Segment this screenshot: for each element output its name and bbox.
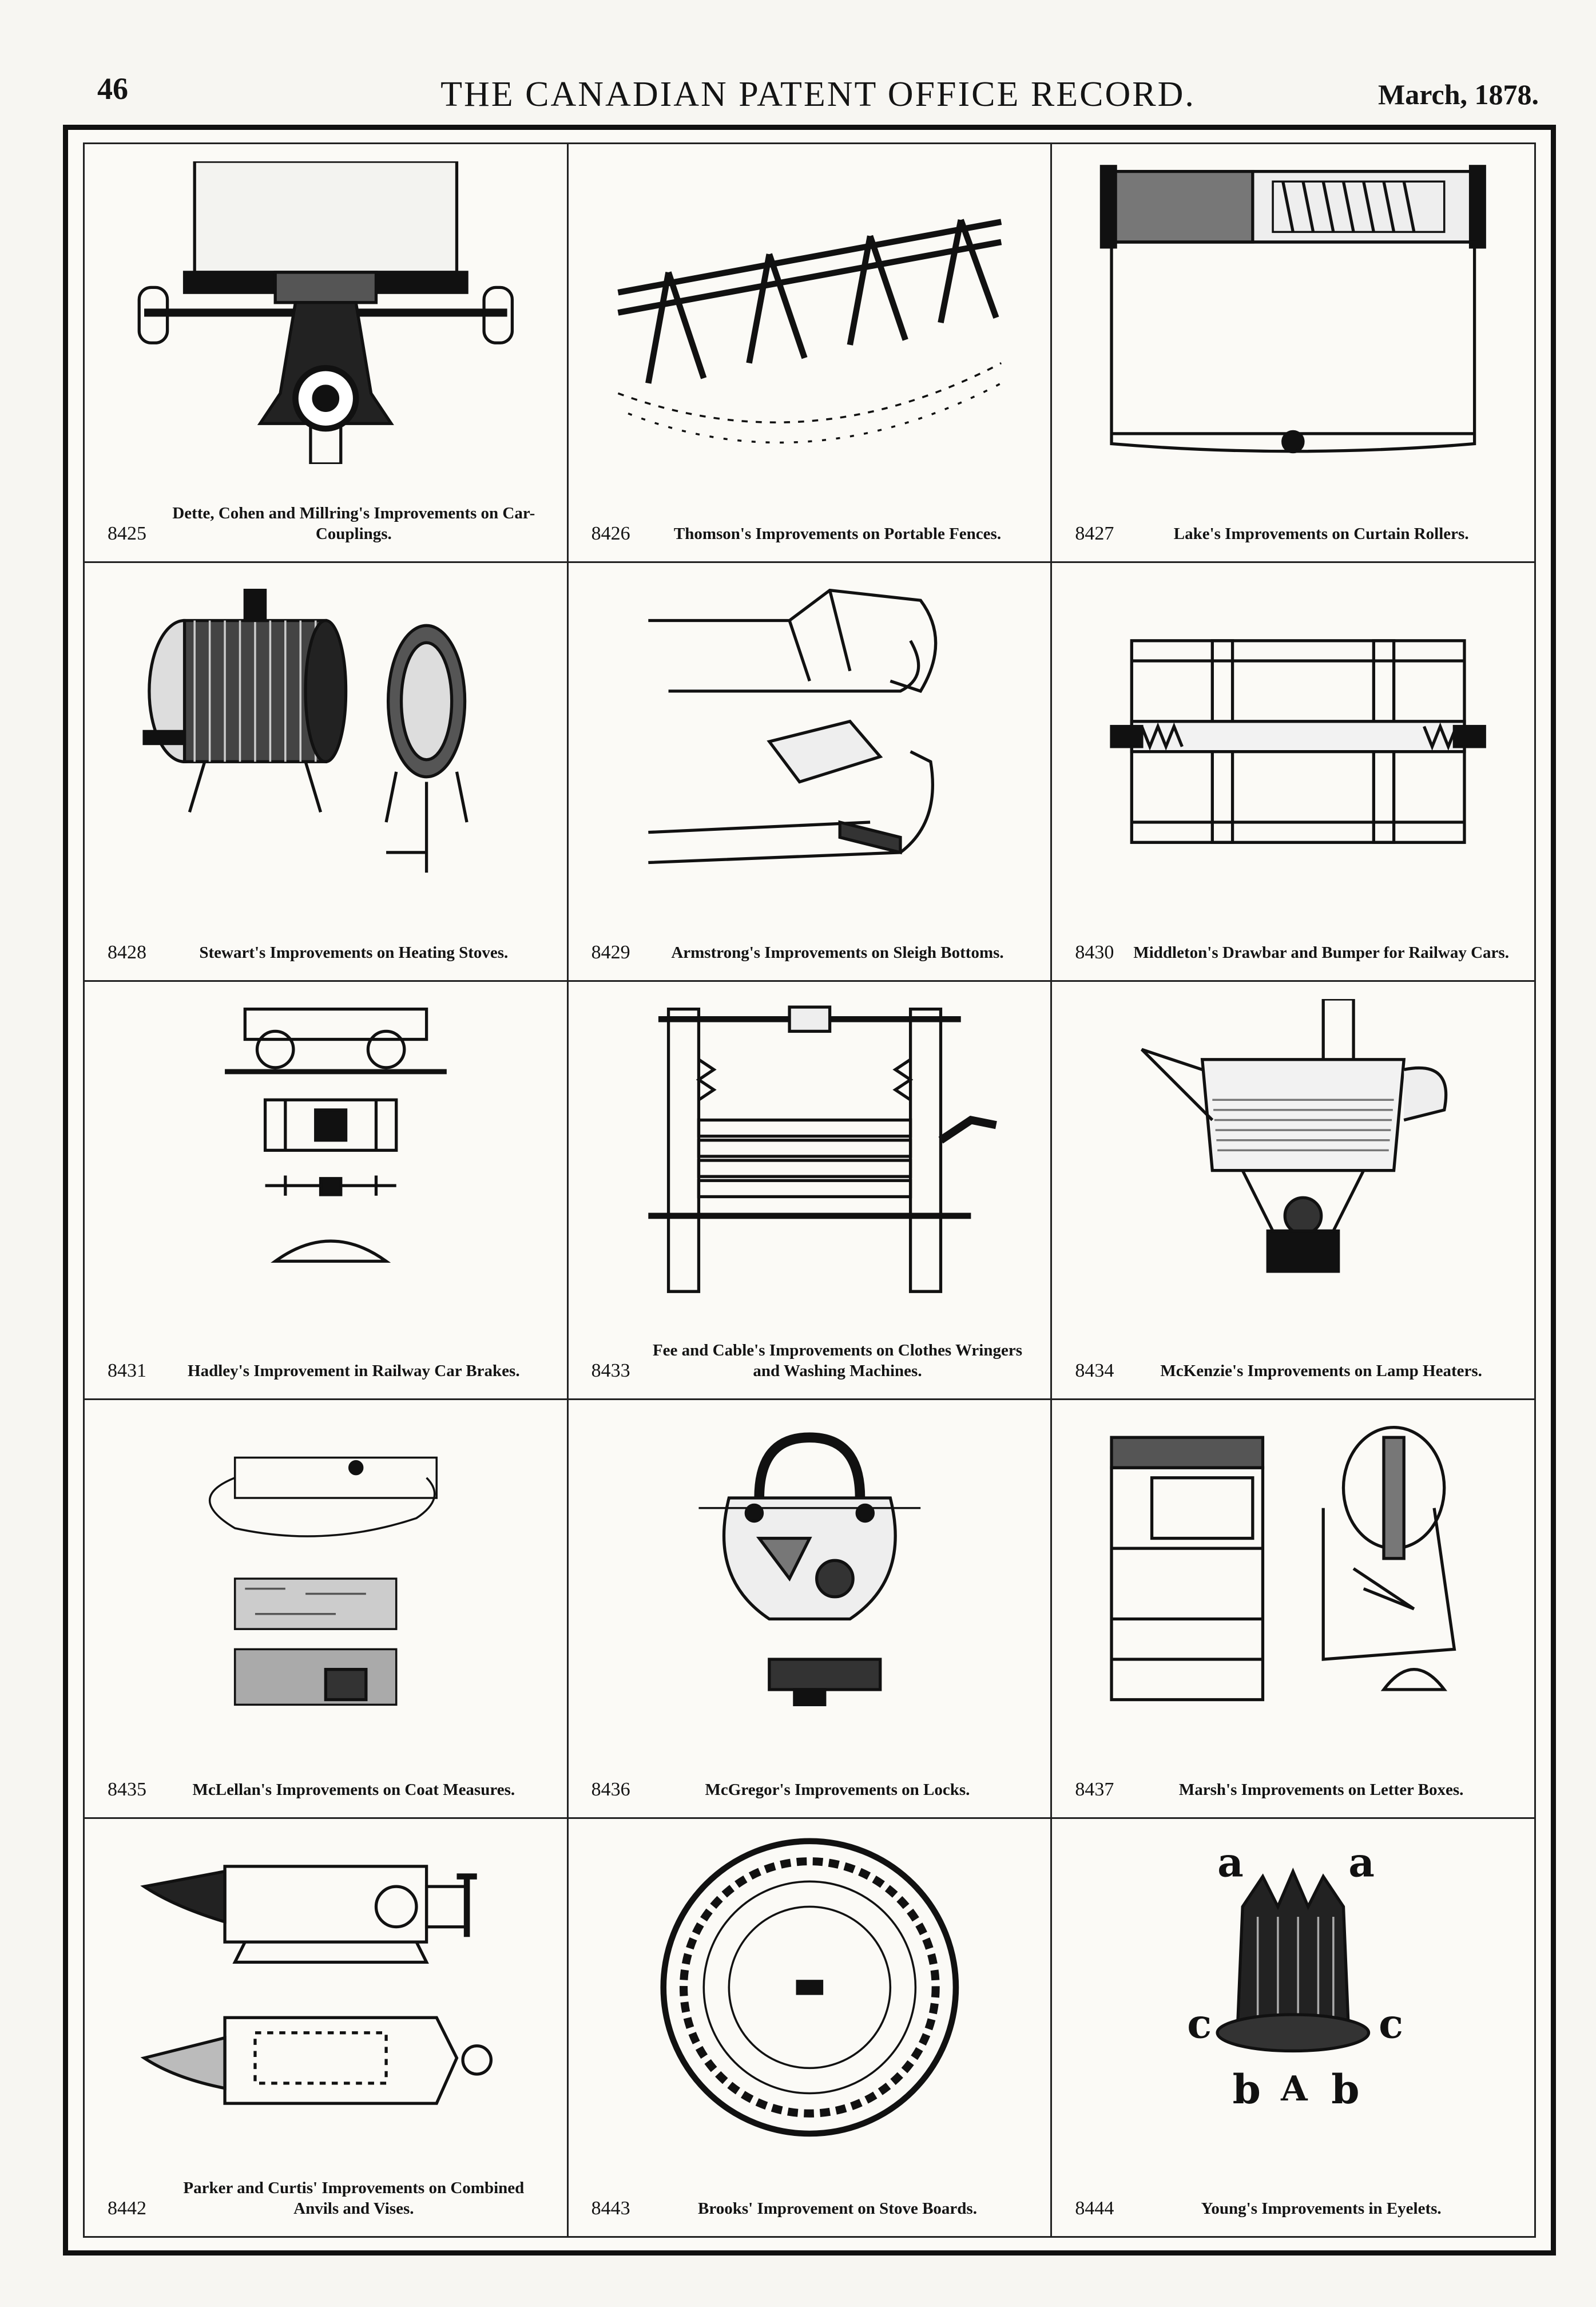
patent-title: Middleton's Drawbar and Bumper for Railw…	[1133, 943, 1509, 962]
page-header: 46 THE CANADIAN PATENT OFFICE RECORD. Ma…	[97, 64, 1539, 121]
patent-caption: 8430 Middleton's Drawbar and Bumper for …	[1075, 894, 1511, 963]
coat-measure-illustration	[108, 1417, 544, 1720]
patent-title: Marsh's Improvements on Letter Boxes.	[1178, 1781, 1464, 1799]
patent-cell: 8433 Fee and Cable's Improvements on Clo…	[568, 981, 1053, 1401]
patent-number: 8427	[1075, 522, 1114, 544]
patent-caption: 8433 Fee and Cable's Improvements on Clo…	[591, 1313, 1028, 1381]
patent-title: Armstrong's Improvements on Sleigh Botto…	[671, 943, 1004, 962]
patent-number: 8443	[591, 2197, 630, 2219]
anvil-vise-illustration	[108, 1836, 544, 2139]
eyelet-illustration: a a c c b A b	[1075, 1836, 1511, 2139]
patent-title: Brooks' Improvement on Stove Boards.	[698, 2199, 977, 2218]
patent-cell: 8434 McKenzie's Improvements on Lamp Hea…	[1052, 981, 1536, 1401]
portable-fence-illustration	[591, 161, 1028, 464]
car-coupling-illustration	[108, 161, 544, 464]
patent-caption: 8429 Armstrong's Improvements on Sleigh …	[591, 894, 1028, 963]
patent-caption: 8428 Stewart's Improvements on Heating S…	[108, 894, 544, 963]
lamp-heater-illustration	[1075, 998, 1511, 1302]
patent-number: 8433	[591, 1360, 630, 1382]
eyelet-label-b-left: b	[1233, 2066, 1261, 2113]
eyelet-label-a-right: a	[1349, 1839, 1375, 1886]
patent-caption: 8435 McLellan's Improvements on Coat Mea…	[108, 1731, 544, 1800]
patent-caption: 8431 Hadley's Improvement in Railway Car…	[108, 1313, 544, 1381]
railway-brake-illustration	[108, 999, 544, 1302]
patent-number: 8444	[1075, 2197, 1114, 2219]
eyelet-label-a-left: a	[1217, 1839, 1244, 1886]
patent-cell: 8437 Marsh's Improvements on Letter Boxe…	[1052, 1400, 1536, 1820]
eyelet-label-b-right: b	[1332, 2066, 1360, 2113]
patent-cell: 8435 McLellan's Improvements on Coat Mea…	[85, 1400, 569, 1820]
issue-date: March, 1878.	[1378, 78, 1539, 110]
patent-cell: 8427 Lake's Improvements on Curtain Roll…	[1052, 144, 1536, 563]
patent-title: McKenzie's Improvements on Lamp Heaters.	[1160, 1362, 1482, 1381]
patent-caption: 8434 McKenzie's Improvements on Lamp Hea…	[1075, 1313, 1511, 1381]
patent-cell: 8425 Dette, Cohen and Millring's Improve…	[85, 144, 569, 563]
clothes-wringer-illustration	[591, 999, 1028, 1302]
patent-title: Dette, Cohen and Millring's Improvements…	[172, 504, 535, 543]
patent-cell: 8430 Middleton's Drawbar and Bumper for …	[1052, 562, 1536, 982]
patent-title: Lake's Improvements on Curtain Rollers.	[1173, 524, 1469, 543]
sleigh-bottom-illustration	[591, 580, 1028, 883]
patent-cell: 8426 Thomson's Improvements on Portable …	[568, 144, 1053, 563]
patent-number: 8435	[108, 1779, 146, 1801]
patent-title: Parker and Curtis' Improvements on Combi…	[183, 2178, 525, 2218]
patent-number: 8431	[108, 1360, 146, 1382]
patent-title: Stewart's Improvements on Heating Stoves…	[199, 943, 509, 962]
journal-title: THE CANADIAN PATENT OFFICE RECORD.	[440, 75, 1196, 114]
patent-number: 8437	[1075, 1779, 1114, 1801]
patent-caption: 8436 McGregor's Improvements on Locks.	[591, 1731, 1028, 1800]
patent-number: 8434	[1075, 1360, 1114, 1382]
stove-board-illustration	[591, 1836, 1028, 2139]
patent-cell: 8429 Armstrong's Improvements on Sleigh …	[568, 562, 1053, 982]
patent-caption: 8437 Marsh's Improvements on Letter Boxe…	[1075, 1731, 1511, 1800]
patent-cell: 8428 Stewart's Improvements on Heating S…	[85, 562, 569, 982]
patent-title: McLellan's Improvements on Coat Measures…	[192, 1781, 515, 1799]
lock-illustration	[591, 1417, 1028, 1720]
patent-number: 8428	[108, 941, 146, 963]
patent-caption: 8443 Brooks' Improvement on Stove Boards…	[591, 2150, 1028, 2219]
patent-number: 8436	[591, 1779, 630, 1801]
patent-caption: 8442 Parker and Curtis' Improvements on …	[108, 2150, 544, 2219]
patent-caption: 8444 Young's Improvements in Eyelets.	[1075, 2150, 1511, 2219]
patent-cell: 8443 Brooks' Improvement on Stove Boards…	[568, 1819, 1053, 2238]
patent-title: Fee and Cable's Improvements on Clothes …	[652, 1341, 1023, 1381]
heating-stove-illustration	[108, 580, 544, 883]
patent-title: McGregor's Improvements on Locks.	[705, 1781, 970, 1799]
illustration-frame: 8425 Dette, Cohen and Millring's Improve…	[63, 125, 1556, 2256]
patent-title: Thomson's Improvements on Portable Fence…	[673, 524, 1002, 543]
patent-cell: a a c c b A b 8444 Young's Improvements …	[1052, 1819, 1536, 2238]
patent-title: Young's Improvements in Eyelets.	[1201, 2199, 1442, 2218]
letter-box-illustration	[1075, 1417, 1511, 1720]
patent-number: 8426	[591, 522, 630, 544]
eyelet-label-c-left: c	[1188, 2000, 1212, 2048]
patent-number: 8430	[1075, 941, 1114, 963]
patent-caption: 8426 Thomson's Improvements on Portable …	[591, 475, 1028, 544]
eyelet-label-c-right: c	[1379, 2000, 1403, 2048]
patent-number: 8429	[591, 941, 630, 963]
patent-caption: 8427 Lake's Improvements on Curtain Roll…	[1075, 475, 1511, 544]
page-number: 46	[97, 72, 128, 106]
patent-title: Hadley's Improvement in Railway Car Brak…	[188, 1362, 520, 1381]
curtain-roller-illustration	[1075, 161, 1511, 464]
patent-cell: 8431 Hadley's Improvement in Railway Car…	[85, 981, 569, 1401]
patent-number: 8442	[108, 2197, 146, 2219]
patent-number: 8425	[108, 522, 146, 544]
drawbar-illustration	[1075, 580, 1511, 883]
eyelet-label-center: A	[1281, 2069, 1309, 2109]
patent-cell: 8442 Parker and Curtis' Improvements on …	[85, 1819, 569, 2238]
patent-cell: 8436 McGregor's Improvements on Locks.	[568, 1400, 1053, 1820]
patent-caption: 8425 Dette, Cohen and Millring's Improve…	[108, 475, 544, 544]
patent-grid: 8425 Dette, Cohen and Millring's Improve…	[83, 142, 1536, 2238]
